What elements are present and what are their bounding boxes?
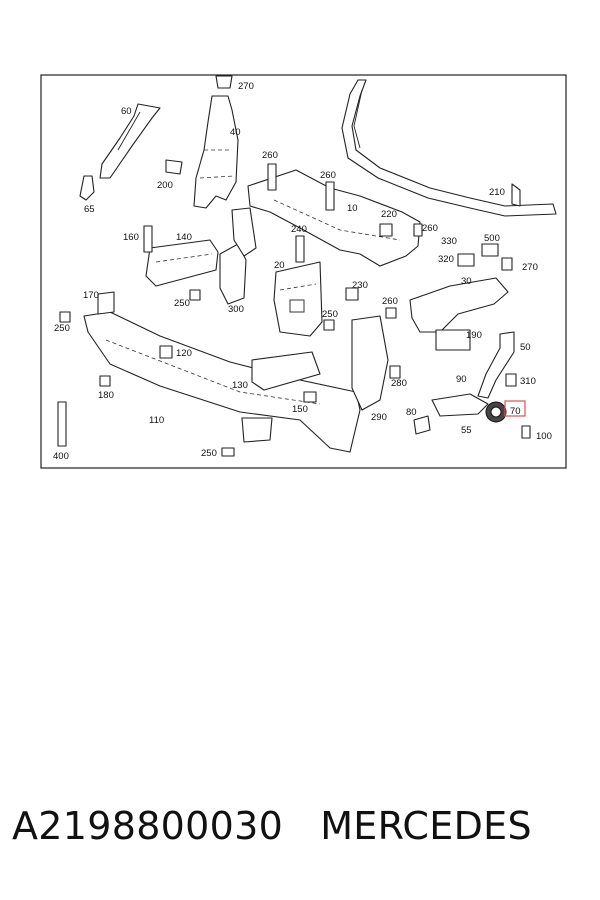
part-caption: A2198800030 MERCEDES	[12, 804, 592, 864]
brand-name: MERCEDES	[320, 804, 532, 848]
callout: 160	[123, 232, 139, 243]
callout: 260	[320, 170, 336, 181]
clip-200	[165, 159, 183, 175]
part-70	[485, 401, 507, 423]
callout: 250	[54, 323, 70, 334]
callout: 250	[201, 448, 217, 459]
callout: 260	[382, 296, 398, 307]
callout: 500	[484, 233, 500, 244]
callout: 270	[522, 262, 538, 273]
lock-carrier-20	[273, 261, 323, 337]
callout: 400	[53, 451, 69, 462]
callout: 330	[441, 236, 457, 247]
callout: 290	[371, 412, 387, 423]
callout: 280	[391, 378, 407, 389]
callout: 130	[232, 380, 248, 391]
callout: 65	[84, 204, 95, 215]
callout: 170	[83, 290, 99, 301]
callout: 270	[238, 81, 254, 92]
callout: 120	[176, 348, 192, 359]
callout: 100	[536, 431, 552, 442]
callout: 60	[121, 106, 132, 117]
bracket-65	[79, 175, 95, 201]
callout: 260	[262, 150, 278, 161]
callout: 40	[230, 127, 241, 138]
callout-labels: 270 60 40 260 260 200 65 210 10 220 260 …	[53, 81, 552, 462]
callout: 220	[381, 209, 397, 220]
callout: 80	[406, 407, 417, 418]
cross-member-10	[247, 169, 421, 267]
callout: 200	[157, 180, 173, 191]
highlight-box	[504, 400, 526, 417]
bumper-reinforcement	[341, 79, 557, 217]
callout: 250	[322, 309, 338, 320]
callout: 150	[292, 404, 308, 415]
bracket-140	[145, 239, 219, 287]
bracket-rail	[231, 207, 257, 257]
callout: 50	[520, 342, 531, 353]
callout: 260	[422, 223, 438, 234]
bracket-60	[99, 103, 161, 179]
callout: 230	[352, 280, 368, 291]
callout: 190	[466, 330, 482, 341]
callout: 300	[228, 304, 244, 315]
strut-50	[477, 331, 515, 399]
bracket-290	[351, 315, 389, 411]
bracket-30	[409, 277, 509, 351]
callout: 140	[176, 232, 192, 243]
callout: 110	[149, 415, 164, 426]
bracket-130	[251, 351, 321, 391]
callout: 240	[291, 224, 307, 235]
bumper-bar-110	[83, 311, 361, 453]
callout: 250	[174, 298, 190, 309]
upper-support-40	[193, 75, 239, 209]
callout: 20	[274, 260, 285, 271]
bush-80	[413, 415, 431, 435]
callout: 30	[461, 276, 472, 287]
arm-55	[431, 393, 489, 417]
callout: 180	[98, 390, 114, 401]
callout: 210	[489, 187, 505, 198]
callout: 310	[520, 376, 536, 387]
callout: 70	[510, 406, 521, 417]
plate-250	[241, 417, 273, 443]
callout: 10	[347, 203, 358, 214]
callout: 320	[438, 254, 454, 265]
part-number: A2198800030	[12, 804, 284, 848]
callout: 55	[461, 425, 472, 436]
callout: 90	[456, 374, 467, 385]
fasteners	[57, 163, 531, 457]
